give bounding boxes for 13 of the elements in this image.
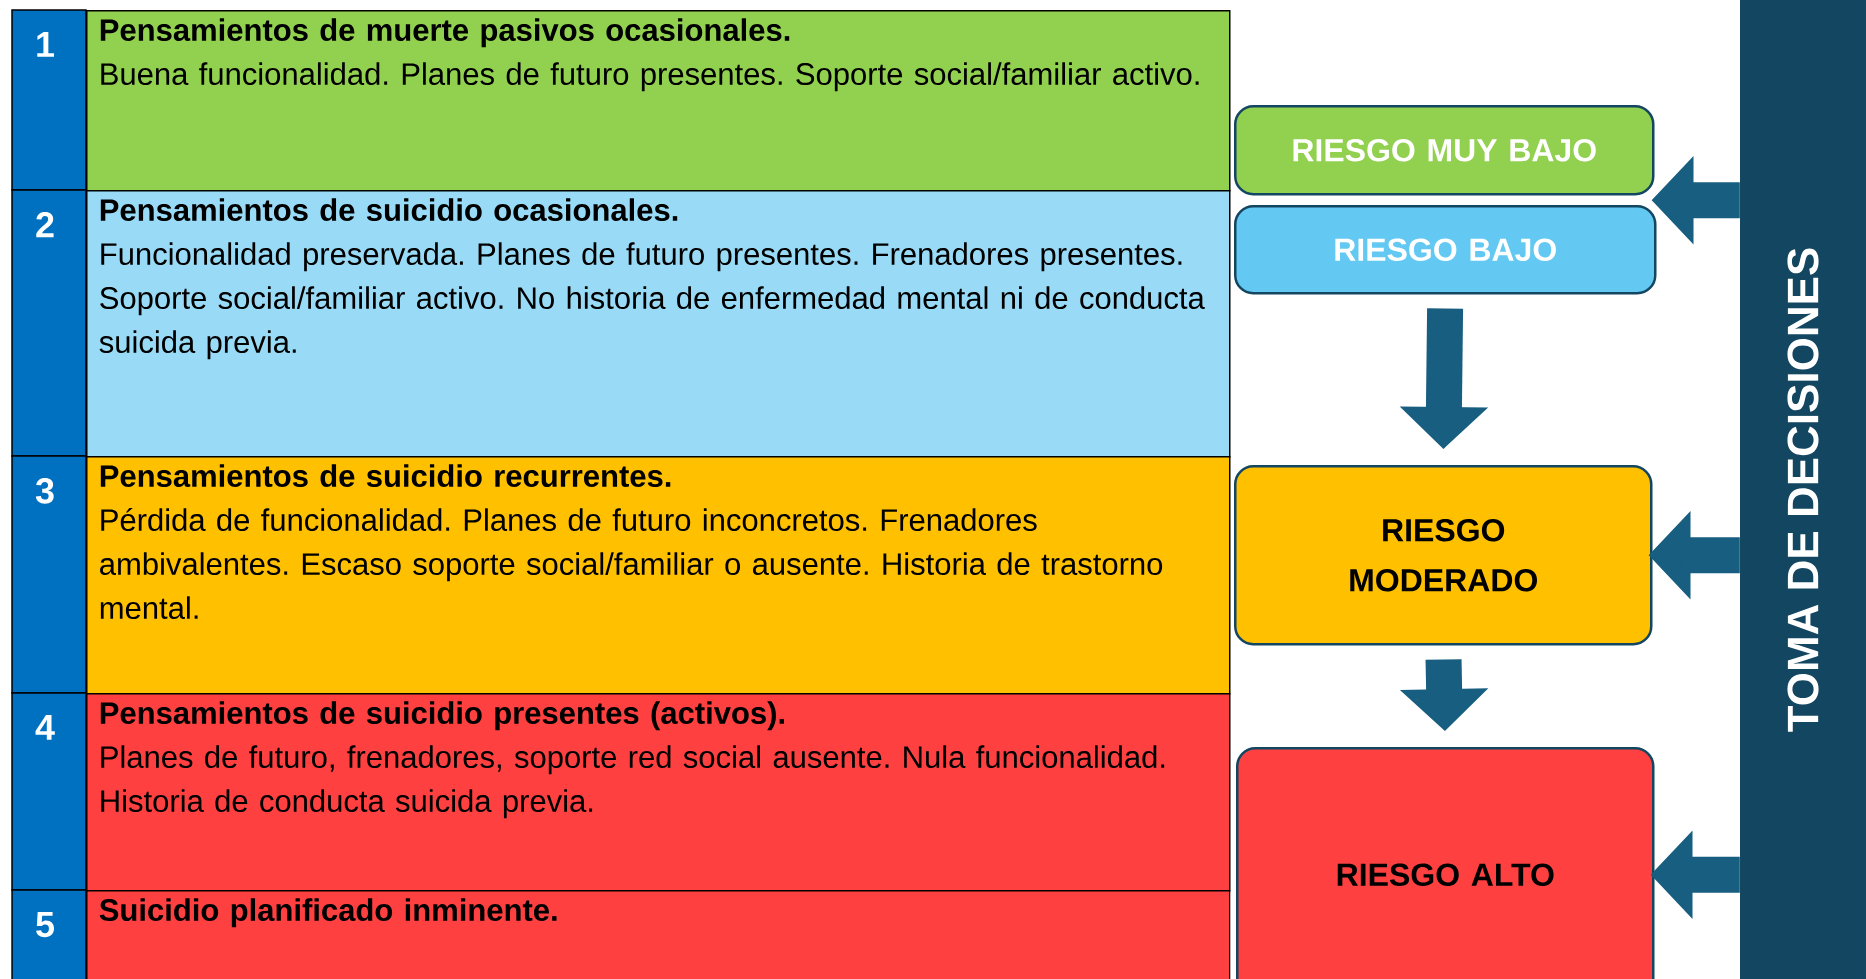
risk-box: RIESGO BAJO: [1234, 205, 1657, 295]
number-cell: 5: [11, 889, 87, 979]
risk-box: RIESGO MUY BAJO: [1234, 105, 1655, 196]
level-row: Suicidio planificado inminente.: [86, 890, 1231, 979]
level-row: Pensamientos de suicidio ocasionales. Funcionalidad preservada. Planes de futuro presentes. Frenadores presentes. Soporte social/familiar activo. No historia de enfermedad mental ni de conducta suicida previa.: [86, 190, 1231, 458]
risk-box: RIESGO ALTO: [1236, 747, 1655, 979]
side-band: TOMA DE DECISIONES: [1740, 0, 1866, 979]
number-cell: 2: [11, 189, 87, 457]
level-row: Pensamientos de suicidio recurrentes. Pérdida de funcionalidad. Planes de futuro inconcretos. Frenadores ambivalentes. Escaso soporte social/familiar o ausente. Historia de trastorno mental.: [86, 456, 1231, 695]
level-row: Pensamientos de muerte pasivos ocasionales. Buena funcionalidad. Planes de futuro presentes. Soporte social/familiar activo.: [86, 10, 1231, 192]
risk-box: RIESGO MODERADO: [1234, 465, 1653, 646]
number-cell: 1: [11, 9, 87, 191]
number-cell: 3: [11, 455, 87, 694]
